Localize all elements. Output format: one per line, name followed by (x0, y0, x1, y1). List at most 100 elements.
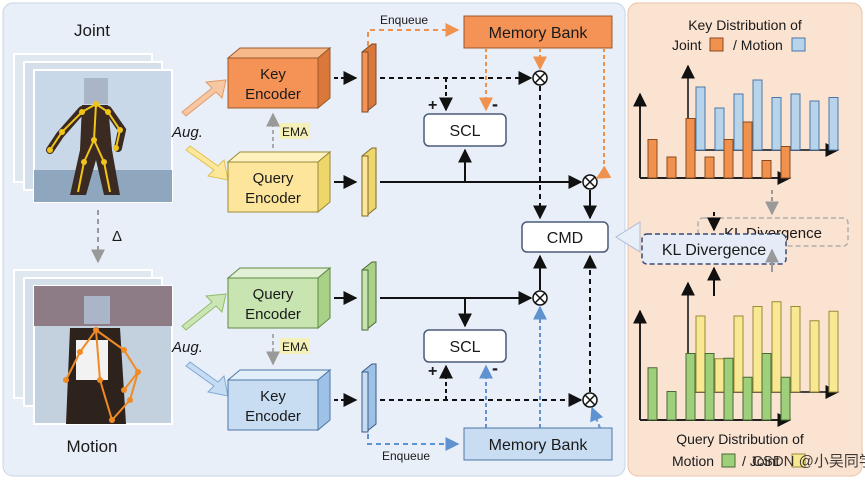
motion-front-bar (685, 353, 696, 421)
svg-text:Encoder: Encoder (245, 86, 301, 103)
joint-back-bar (790, 306, 801, 393)
svg-text:Query: Query (253, 286, 294, 303)
key-legend-motion-swatch (791, 37, 806, 52)
motion-back-bar (733, 93, 744, 151)
aug-label-bottom: Aug. (171, 339, 203, 356)
ema-badge-top (280, 123, 310, 139)
motion-back-bar (809, 100, 820, 151)
motion-front-bar (742, 376, 753, 421)
plus-bottom: + (428, 363, 437, 380)
feature-key-bottom (361, 363, 377, 433)
query-encoder-bottom: Query Encoder (226, 266, 332, 330)
enqueue-arrow-top (367, 23, 460, 46)
svg-text:Key: Key (260, 388, 286, 405)
scl-top (423, 113, 507, 147)
svg-text:Key: Key (260, 66, 286, 83)
joint-front-bar (704, 156, 715, 179)
joint-image-stack (13, 53, 173, 203)
feature-query-top (361, 147, 377, 217)
joint-back-bar (733, 315, 744, 393)
memory-bank-top (463, 15, 613, 49)
cmd-label: CMD (547, 230, 583, 247)
memory-bank-bottom (463, 427, 613, 461)
motion-front-bar (780, 376, 791, 421)
motion-front-bar (761, 353, 772, 421)
motion-back-bar (714, 107, 725, 151)
aug-arrow-to-query-top (185, 145, 229, 181)
feature-query-bottom (361, 261, 377, 331)
motion-back-bar (771, 97, 782, 151)
motion-front-bar (723, 357, 734, 421)
otimes-top-1 (532, 70, 548, 86)
kl-to-cmd-pointer (615, 221, 641, 253)
joint-back-bar (809, 320, 820, 393)
face-blur (84, 78, 108, 104)
watermark: CSDN @小吴同学真棒 (752, 452, 865, 470)
aug-arrow-to-query-bottom (181, 293, 227, 331)
motion-label: Motion (66, 437, 117, 456)
aug-arrow-to-key-top (181, 79, 227, 117)
ema-badge-bottom (280, 338, 310, 354)
query-legend-joint-swatch (791, 453, 806, 468)
joint-back-bar (752, 306, 763, 393)
joint-front-bar (685, 118, 696, 179)
cmd-box (521, 221, 609, 253)
key-legend-motion: / Motion (733, 37, 783, 53)
key-legend-joint: Joint (672, 37, 702, 53)
joint-back-bar (695, 315, 706, 393)
enqueue-label-top: Enqueue (380, 13, 428, 27)
joint-back-bar (714, 358, 725, 393)
query-encoder-top: Query Encoder (226, 150, 332, 214)
face-blur-2 (84, 296, 110, 324)
key-legend-joint-swatch (709, 37, 724, 52)
motion-back-bar (790, 93, 801, 151)
key-dist-title: Key Distribution of (688, 17, 802, 33)
enqueue-label-bottom: Enqueue (382, 449, 430, 463)
svg-text:Encoder: Encoder (245, 190, 301, 207)
otimes-bottom-1 (532, 290, 548, 306)
joint-front-bar (742, 121, 753, 179)
query-legend-motion: Motion (672, 453, 714, 469)
motion-back-bar (828, 97, 839, 151)
scl-top-label: SCL (449, 123, 480, 140)
svg-text:Encoder: Encoder (245, 306, 301, 323)
svg-text:Query: Query (253, 170, 294, 187)
motion-back-bar (752, 79, 763, 151)
joint-back-bar (771, 301, 782, 393)
memory-bank-top-label: Memory Bank (489, 25, 589, 42)
key-distribution-chart (633, 64, 840, 185)
otimes-top-2 (582, 174, 598, 190)
svg-text:Encoder: Encoder (245, 408, 301, 425)
query-legend-motion-swatch (721, 453, 736, 468)
plus-top: + (428, 97, 437, 114)
joint-front-bar (780, 146, 791, 179)
key-encoder-bottom: Key Encoder (226, 368, 332, 432)
aug-arrow-to-key-bottom (185, 361, 229, 397)
motion-image-stack (13, 269, 173, 425)
query-distribution-chart (633, 281, 840, 427)
joint-front-bar (666, 156, 677, 179)
joint-back-bar (828, 310, 839, 393)
minus-bottom: - (492, 358, 498, 378)
minus-top: - (492, 94, 498, 114)
motion-back-bar (695, 86, 706, 151)
motion-front-bar (704, 353, 715, 421)
query-legend-joint: / Joint (742, 453, 779, 469)
enqueue-arrow-bottom (367, 434, 460, 451)
joint-front-bar (647, 139, 658, 179)
joint-label: Joint (74, 21, 110, 40)
kl-front-label: KL Divergence (662, 242, 766, 259)
aug-label-top: Aug. (171, 124, 203, 141)
otimes-bottom-2 (582, 392, 598, 408)
mb-bottom-to-otimes2 (590, 406, 604, 429)
ema-label-bottom: EMA (282, 340, 308, 354)
scl-bottom-label: SCL (449, 339, 480, 356)
memory-bank-bottom-label: Memory Bank (489, 437, 589, 454)
motion-front-bar (666, 391, 677, 421)
query-dist-title: Query Distribution of (676, 431, 804, 447)
key-encoder-top: Key Encoder (226, 46, 332, 110)
delta-label: Δ (112, 228, 122, 245)
joint-front-bar (761, 160, 772, 179)
